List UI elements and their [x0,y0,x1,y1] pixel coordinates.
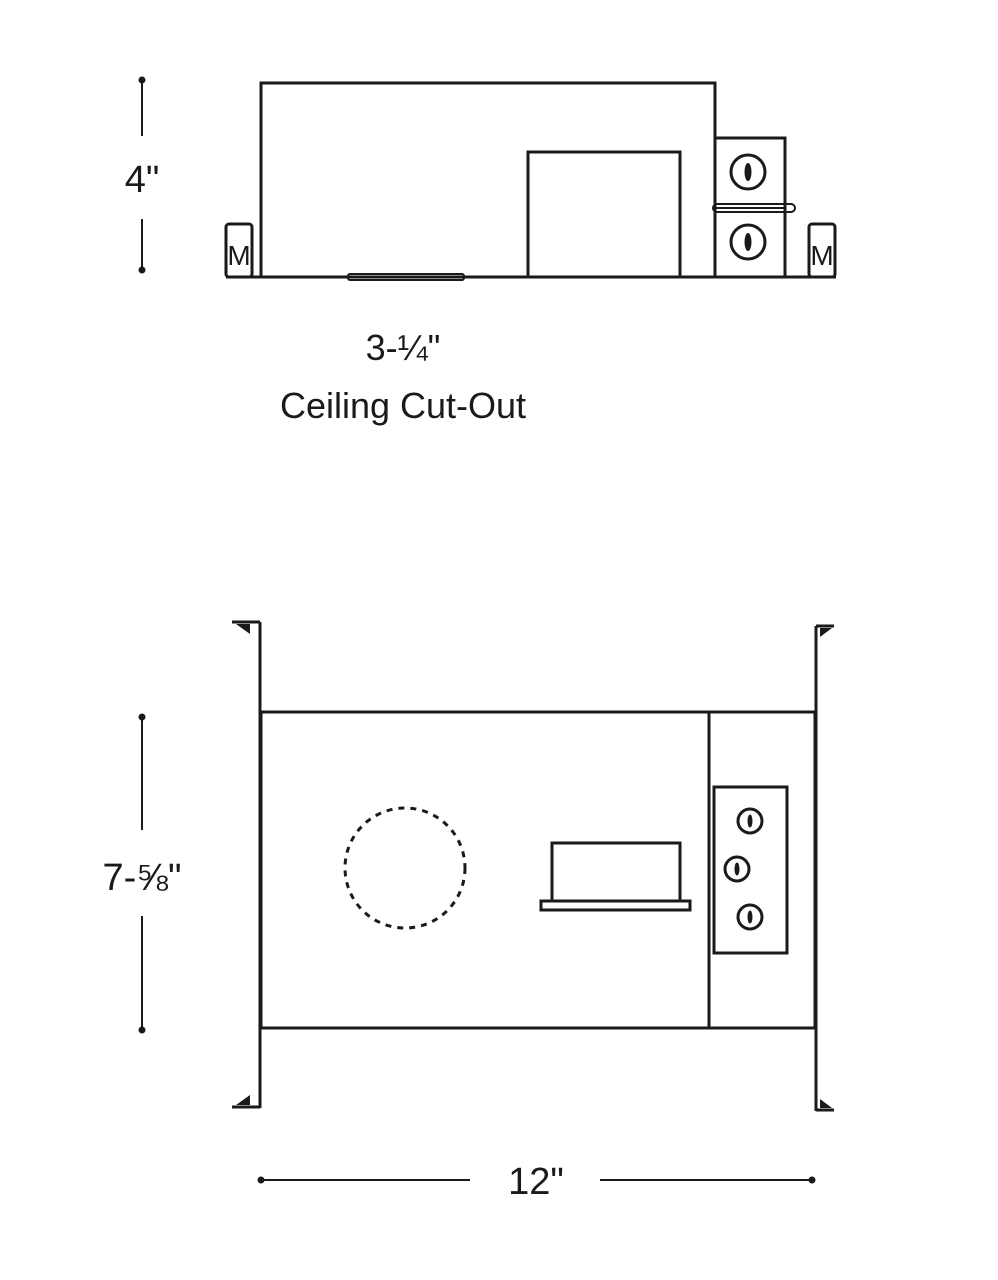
junction-box [712,136,796,279]
height-dimension-line [138,76,146,274]
driver-box [526,150,682,279]
nail-tab-icon [820,1099,832,1108]
driver-top [539,841,692,912]
height-dimension-label: 4" [125,159,160,201]
bracket-letter-left: M [227,240,250,271]
top-view: 7-⅝" 12" [103,620,834,1203]
nail-tab-icon [236,624,250,634]
junction-plate [712,785,789,955]
housing-top [259,710,817,1030]
depth-dimension-label: 7-⅝" [103,857,182,899]
side-view: 4" M [125,76,837,426]
knockout-icon [729,153,767,191]
mounting-bracket-left: M [224,222,254,279]
knockout-icon [723,855,751,883]
cutout-caption: Ceiling Cut-Out [280,385,526,426]
nail-tab-icon [820,628,832,637]
cutout-dimension-label: 3-¼" [366,327,441,368]
junction-clip [712,203,796,213]
knockout-icon [729,223,767,261]
mounting-bracket-right: M [807,222,837,279]
housing-box [259,81,717,279]
width-dimension-label: 12" [508,1161,564,1203]
cutout-marker [347,273,465,281]
hanger-bar-right [814,624,834,1112]
bracket-letter-right: M [810,240,833,271]
width-dimension-line [257,1176,816,1184]
nail-tab-icon [236,1095,250,1105]
knockout-icon [736,807,764,835]
knockout-icon [736,903,764,931]
hanger-bar-left [232,620,262,1109]
aperture-cutout [343,806,467,930]
depth-dimension-line [138,713,146,1034]
